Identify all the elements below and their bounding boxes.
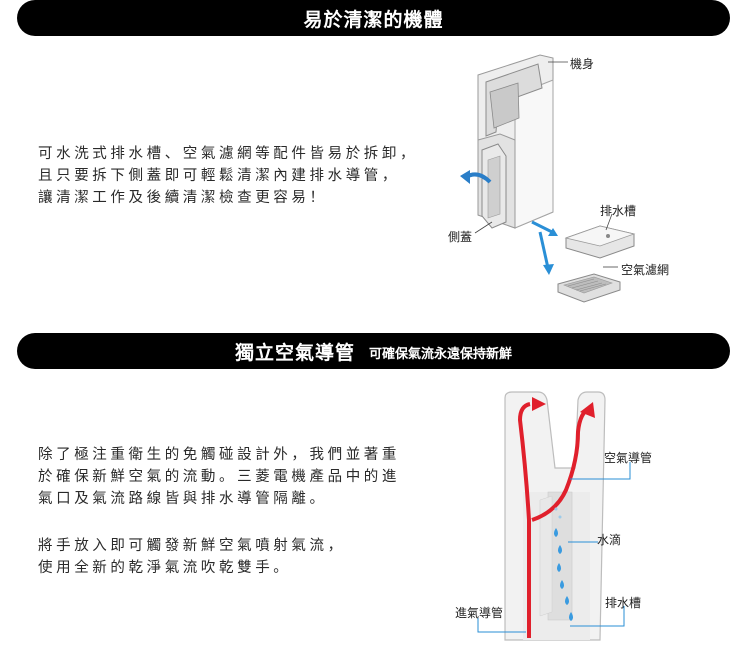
side-cover [481,143,507,229]
intake-arrowhead [532,397,546,411]
water-droplet-icon [569,612,573,621]
label-side-cover: 側蓋 [448,230,473,244]
air-filter [557,273,621,303]
outlet-airflow-path [531,406,591,522]
section1-banner: 易於清潔的機體 [17,0,730,36]
label-air-filter: 空氣濾網 [621,263,670,277]
label-body: 機身 [570,57,595,71]
section1-line-1: 可水洗式排水槽、空氣濾網等配件皆易於拆卸， [38,146,419,162]
section1-leader-lines [474,61,618,268]
section2-paragraph-1: 除了極注重衛生的免觸碰設計外，我們並著重 於確保新鮮空氣的流動。三菱電機產品中的… [38,444,400,510]
section2-subtitle: 可確保氣流永遠保持新鮮 [369,347,513,362]
section1-line-2: 且只要拆下側蓋即可輕鬆清潔內建排水導管， [38,168,400,184]
section2-p2-line-1: 將手放入即可觸發新鮮空氣噴射氣流， [38,538,346,554]
water-droplet-icon [565,596,569,605]
section2-title: 獨立空氣導管 [234,341,355,364]
water-droplets [554,507,573,621]
section1-line-3: 讓清潔工作及後續清潔檢查更容易！ [38,190,328,206]
water-droplet-icon [560,580,564,589]
section1-title: 易於清潔的機體 [303,8,444,31]
label-water-drops: 水滴 [597,533,622,547]
section2-p1-line-2: 於確保新鮮空氣的流動。三菱電機產品中的進 [38,469,400,485]
dryer-body [477,54,554,229]
section2-paragraph-2: 將手放入即可觸發新鮮空氣噴射氣流， 使用全新的乾淨氣流吹乾雙手。 [38,535,346,579]
section2-p1-line-3: 氣口及氣流路線皆與排水導管隔離。 [38,491,328,507]
label-intake-duct: 進氣導管 [455,606,504,620]
section2-p2-line-2: 使用全新的乾淨氣流吹乾雙手。 [38,560,292,576]
water-droplet-icon [557,563,561,572]
drain-tank [564,225,636,259]
section1-paragraph: 可水洗式排水槽、空氣濾網等配件皆易於拆卸， 且只要拆下側蓋即可輕鬆清潔內建排水導… [38,143,418,209]
label-drain-tank-2: 排水槽 [605,596,642,610]
movement-arrows [531,220,558,275]
section2-callout-lines [477,462,631,633]
remove-cover-arrowhead [460,170,470,184]
water-droplet-icon [554,528,558,537]
water-droplet-icon [558,545,562,554]
section2-p1-line-1: 除了極注重衛生的免觸碰設計外，我們並著重 [38,447,400,463]
label-drain-tank-1: 排水槽 [600,204,637,218]
intake-airflow-path [517,402,531,638]
outlet-arrowhead [580,402,595,418]
section2-banner: 獨立空氣導管 可確保氣流永遠保持新鮮 [17,333,730,369]
label-air-duct: 空氣導管 [604,451,653,465]
